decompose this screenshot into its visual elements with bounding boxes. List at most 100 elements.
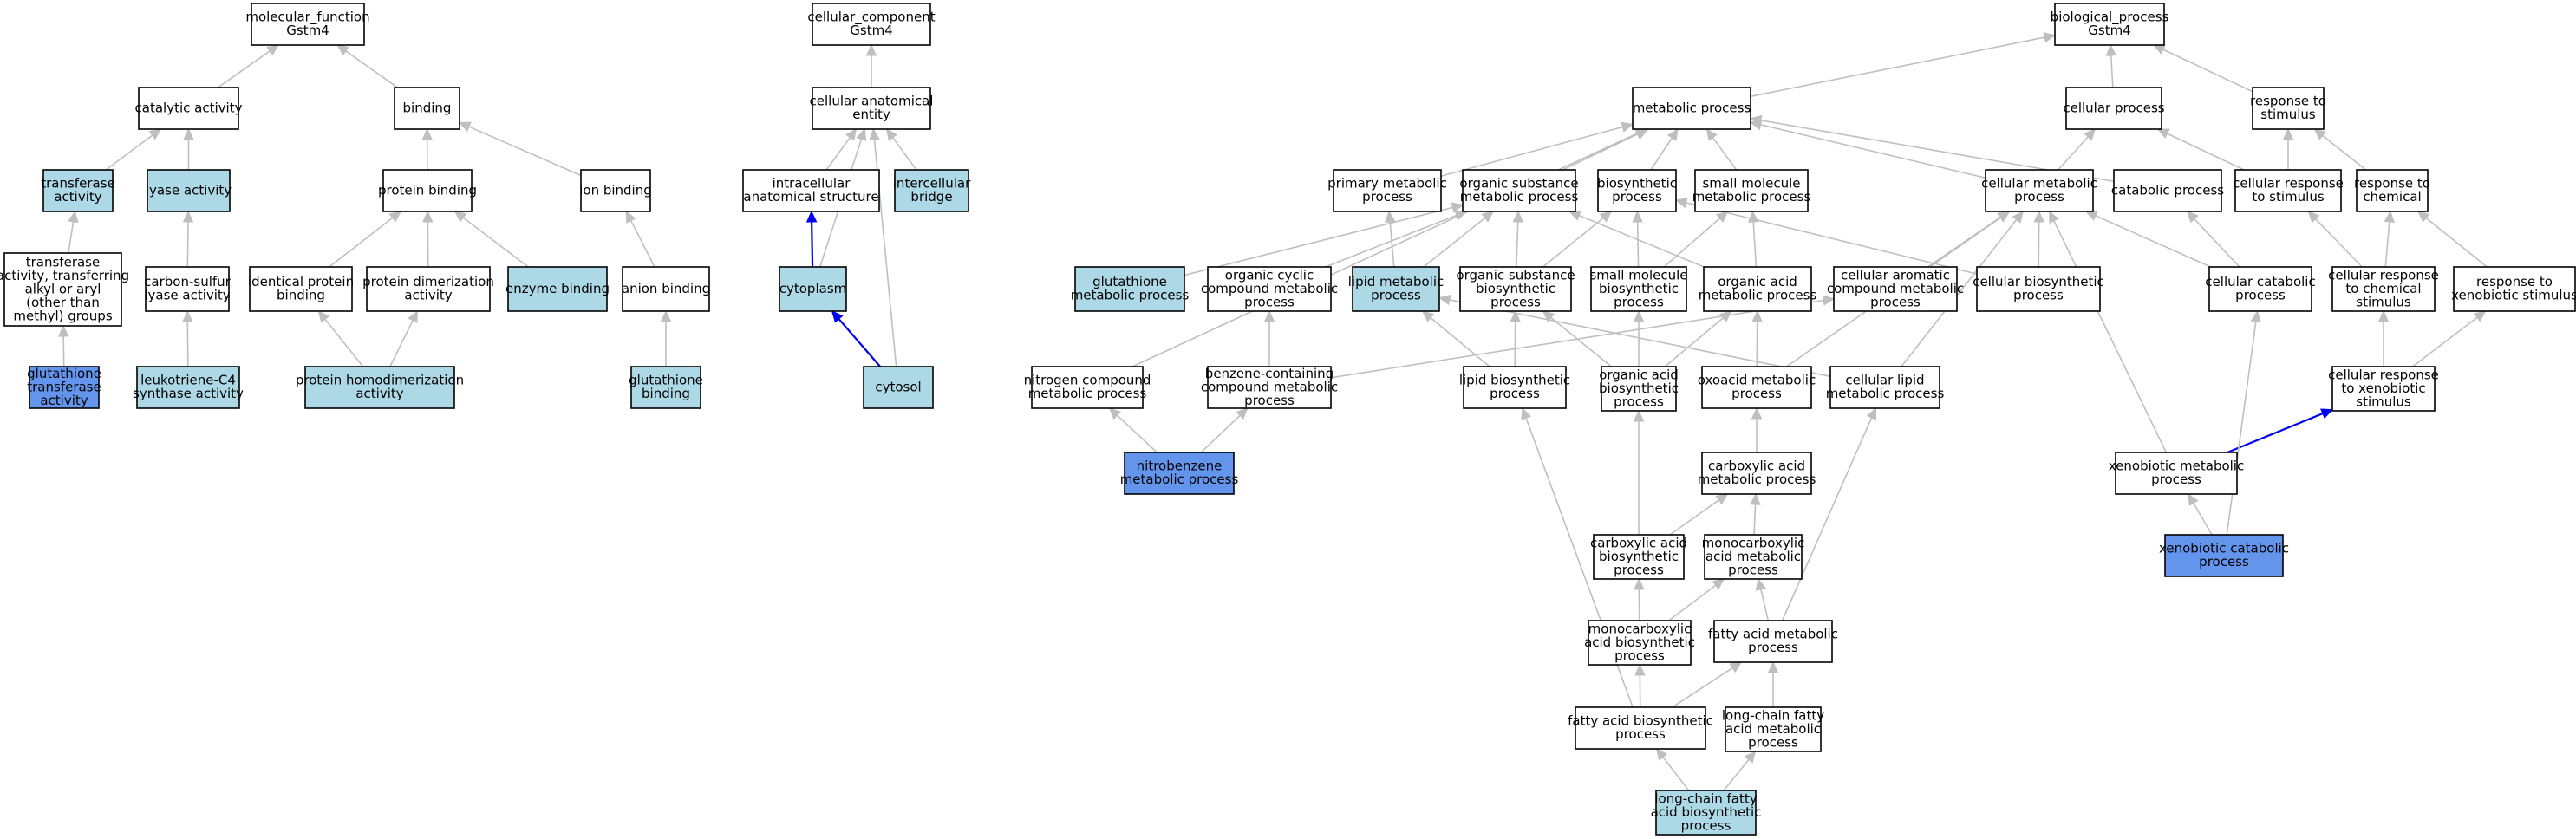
term-node-cellp[interactable]: cellular process — [2063, 87, 2165, 130]
term-label-line: synthase activity — [133, 386, 244, 401]
term-box — [622, 266, 710, 312]
term-label-line: to stimulus — [2252, 189, 2324, 205]
edge-crxeno-to-rxeno — [2411, 310, 2487, 367]
term-node-met[interactable]: metabolic process — [1632, 87, 1751, 130]
term-box — [1593, 534, 1685, 580]
term-node-catab[interactable]: catabolic process — [2111, 169, 2224, 212]
term-label-line: small molecule — [1589, 267, 1687, 283]
term-label-line: to xenobiotic — [2341, 380, 2425, 396]
term-label-line: compound metabolic — [1827, 281, 1964, 296]
term-box — [1333, 169, 1442, 212]
edge-oabp-to-oamp — [1664, 310, 1732, 367]
term-box — [742, 169, 880, 212]
term-label-line: process — [1615, 726, 1666, 742]
term-label-line: glutathione — [629, 373, 703, 388]
edge-smbp-to-bios — [1632, 210, 1643, 268]
term-node-anib[interactable]: anion binding — [622, 266, 710, 312]
edge-lcfamp-to-famp — [1767, 660, 1779, 707]
term-box — [394, 87, 460, 130]
term-node-ionb[interactable]: ion binding — [579, 169, 652, 212]
term-node-cat[interactable]: catalytic activity — [135, 87, 243, 130]
term-label-line: Gstm4 — [286, 23, 329, 38]
term-label-line: compound metabolic — [1201, 281, 1338, 296]
edge-trans-to-cat — [105, 128, 162, 171]
term-label-line: stimulus — [2356, 393, 2411, 409]
term-label-line: compound metabolic — [1201, 379, 1338, 394]
term-node-enzb[interactable]: enzyme binding — [505, 266, 610, 312]
term-node-cytosol[interactable]: cytosol — [863, 366, 934, 409]
term-label-line: binding — [403, 100, 452, 115]
term-label-line: metabolic process — [1698, 472, 1816, 487]
term-node-cyto[interactable]: cytoplasm — [779, 266, 847, 312]
edge-nbmp-to-ncmp — [1108, 407, 1158, 453]
term-label-line: process — [2199, 554, 2249, 569]
term-label-line: organic cyclic — [1225, 267, 1314, 283]
term-node-pbind[interactable]: protein binding — [378, 169, 477, 212]
term-label-line: biosynthetic — [1599, 380, 1679, 396]
edge-rxeno-to-rchem — [2416, 211, 2488, 268]
term-node-bind[interactable]: binding — [394, 87, 460, 130]
term-box — [2234, 169, 2342, 212]
edge-cat-to-mf — [218, 44, 279, 88]
term-box — [1713, 620, 1833, 663]
edge-enzb-to-pbind — [453, 211, 529, 268]
term-label-line: response to — [2354, 176, 2430, 192]
term-node-lyase[interactable]: lyase activity — [146, 169, 232, 212]
term-box — [812, 3, 931, 46]
term-label-line: acid metabolic — [1725, 721, 1821, 737]
